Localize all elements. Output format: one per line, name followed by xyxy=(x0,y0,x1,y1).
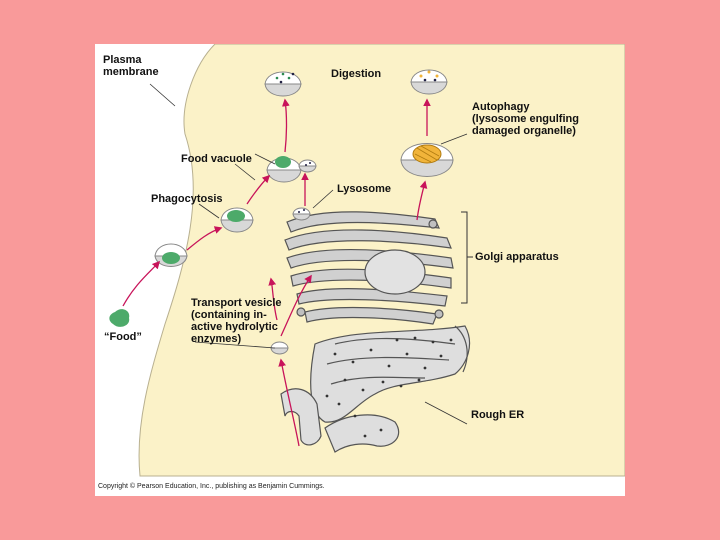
lysosome xyxy=(292,207,311,221)
engulfing-vesicle xyxy=(154,243,188,267)
food-label: “Food” xyxy=(104,331,142,343)
rough-er-label: Rough ER xyxy=(471,409,525,421)
golgi-bracket xyxy=(461,211,473,304)
external-food xyxy=(109,309,130,327)
slide-figure: Plasma membrane Digestion Autophagy (lys… xyxy=(95,44,625,496)
phagocytosis-label: Phagocytosis xyxy=(151,193,223,205)
digestion-label: Digestion xyxy=(331,68,382,80)
digestion-vesicle xyxy=(264,71,302,97)
golgi-apparatus xyxy=(284,211,454,325)
food-vacuole-label: Food vacuole xyxy=(181,153,252,165)
autophagy-vesicle xyxy=(400,143,454,177)
plasma-membrane-label: Plasma membrane xyxy=(103,54,159,78)
process-arrows xyxy=(122,98,431,447)
phagocytic-vesicle xyxy=(220,207,254,233)
transport-vesicle-label: Transport vesicle (containing in- active… xyxy=(191,297,282,345)
transport-vesicle xyxy=(270,341,289,355)
rough-er xyxy=(280,325,470,453)
autophagy-label: Autophagy (lysosome engulfing damaged or… xyxy=(472,101,579,137)
golgi-apparatus-label: Golgi apparatus xyxy=(475,251,559,263)
food-vacuole xyxy=(266,156,317,183)
lysosome-label: Lysosome xyxy=(337,183,392,195)
lysosome-diagram xyxy=(109,44,625,477)
autophagy-digestion-vesicle xyxy=(410,69,448,95)
copyright-notice: Copyright © Pearson Education, Inc., pub… xyxy=(98,483,325,490)
ribosome-dots xyxy=(325,336,453,438)
leader-lines xyxy=(149,83,468,425)
